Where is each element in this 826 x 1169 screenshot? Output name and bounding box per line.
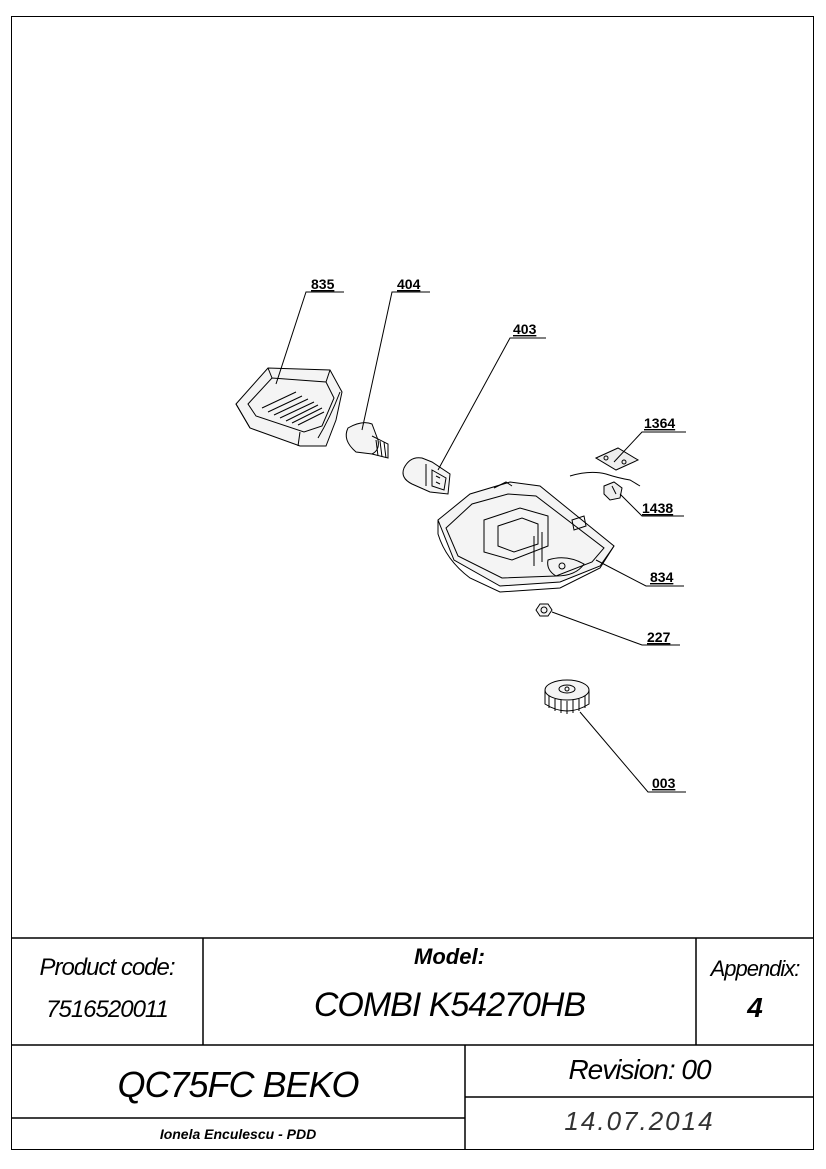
- appendix-value: 4: [747, 992, 763, 1023]
- part-1364-board: [569, 447, 641, 487]
- appendix-label: Appendix:: [710, 956, 801, 981]
- part-834-housing: [437, 481, 615, 593]
- product-code-label: Product code:: [39, 954, 175, 981]
- author: Ionela Enculescu - PDD: [159, 1126, 317, 1142]
- callout-227: 227: [647, 629, 671, 645]
- model-label: Model:: [414, 944, 485, 969]
- callout-403: 403: [513, 321, 537, 337]
- assembly-name: QC75FC BEKO: [117, 1064, 359, 1105]
- leader-lines: [275, 291, 686, 793]
- product-code-value: 7516520011: [46, 996, 169, 1023]
- revision: Revision: 00: [568, 1054, 711, 1085]
- model-value: COMBI K54270HB: [313, 986, 586, 1024]
- callout-labels: 835 404 403 1364 1438 834 227 003: [311, 276, 676, 791]
- callout-1438: 1438: [642, 500, 673, 516]
- part-404-bulb: [345, 422, 389, 459]
- part-227-nut: [535, 603, 553, 617]
- callout-835: 835: [311, 276, 335, 292]
- part-835-cover: [235, 367, 343, 447]
- callout-404: 404: [397, 276, 421, 292]
- title-block-grid: [11, 937, 814, 1150]
- part-403-socket: [402, 457, 451, 495]
- callout-1364: 1364: [644, 415, 675, 431]
- part-1438-switch: [603, 481, 623, 501]
- drawing-sheet: [11, 16, 814, 1150]
- callout-834: 834: [650, 569, 674, 585]
- part-003-wheel: [544, 679, 590, 714]
- revision-date: 14.07.2014: [564, 1106, 715, 1136]
- callout-003: 003: [652, 775, 676, 791]
